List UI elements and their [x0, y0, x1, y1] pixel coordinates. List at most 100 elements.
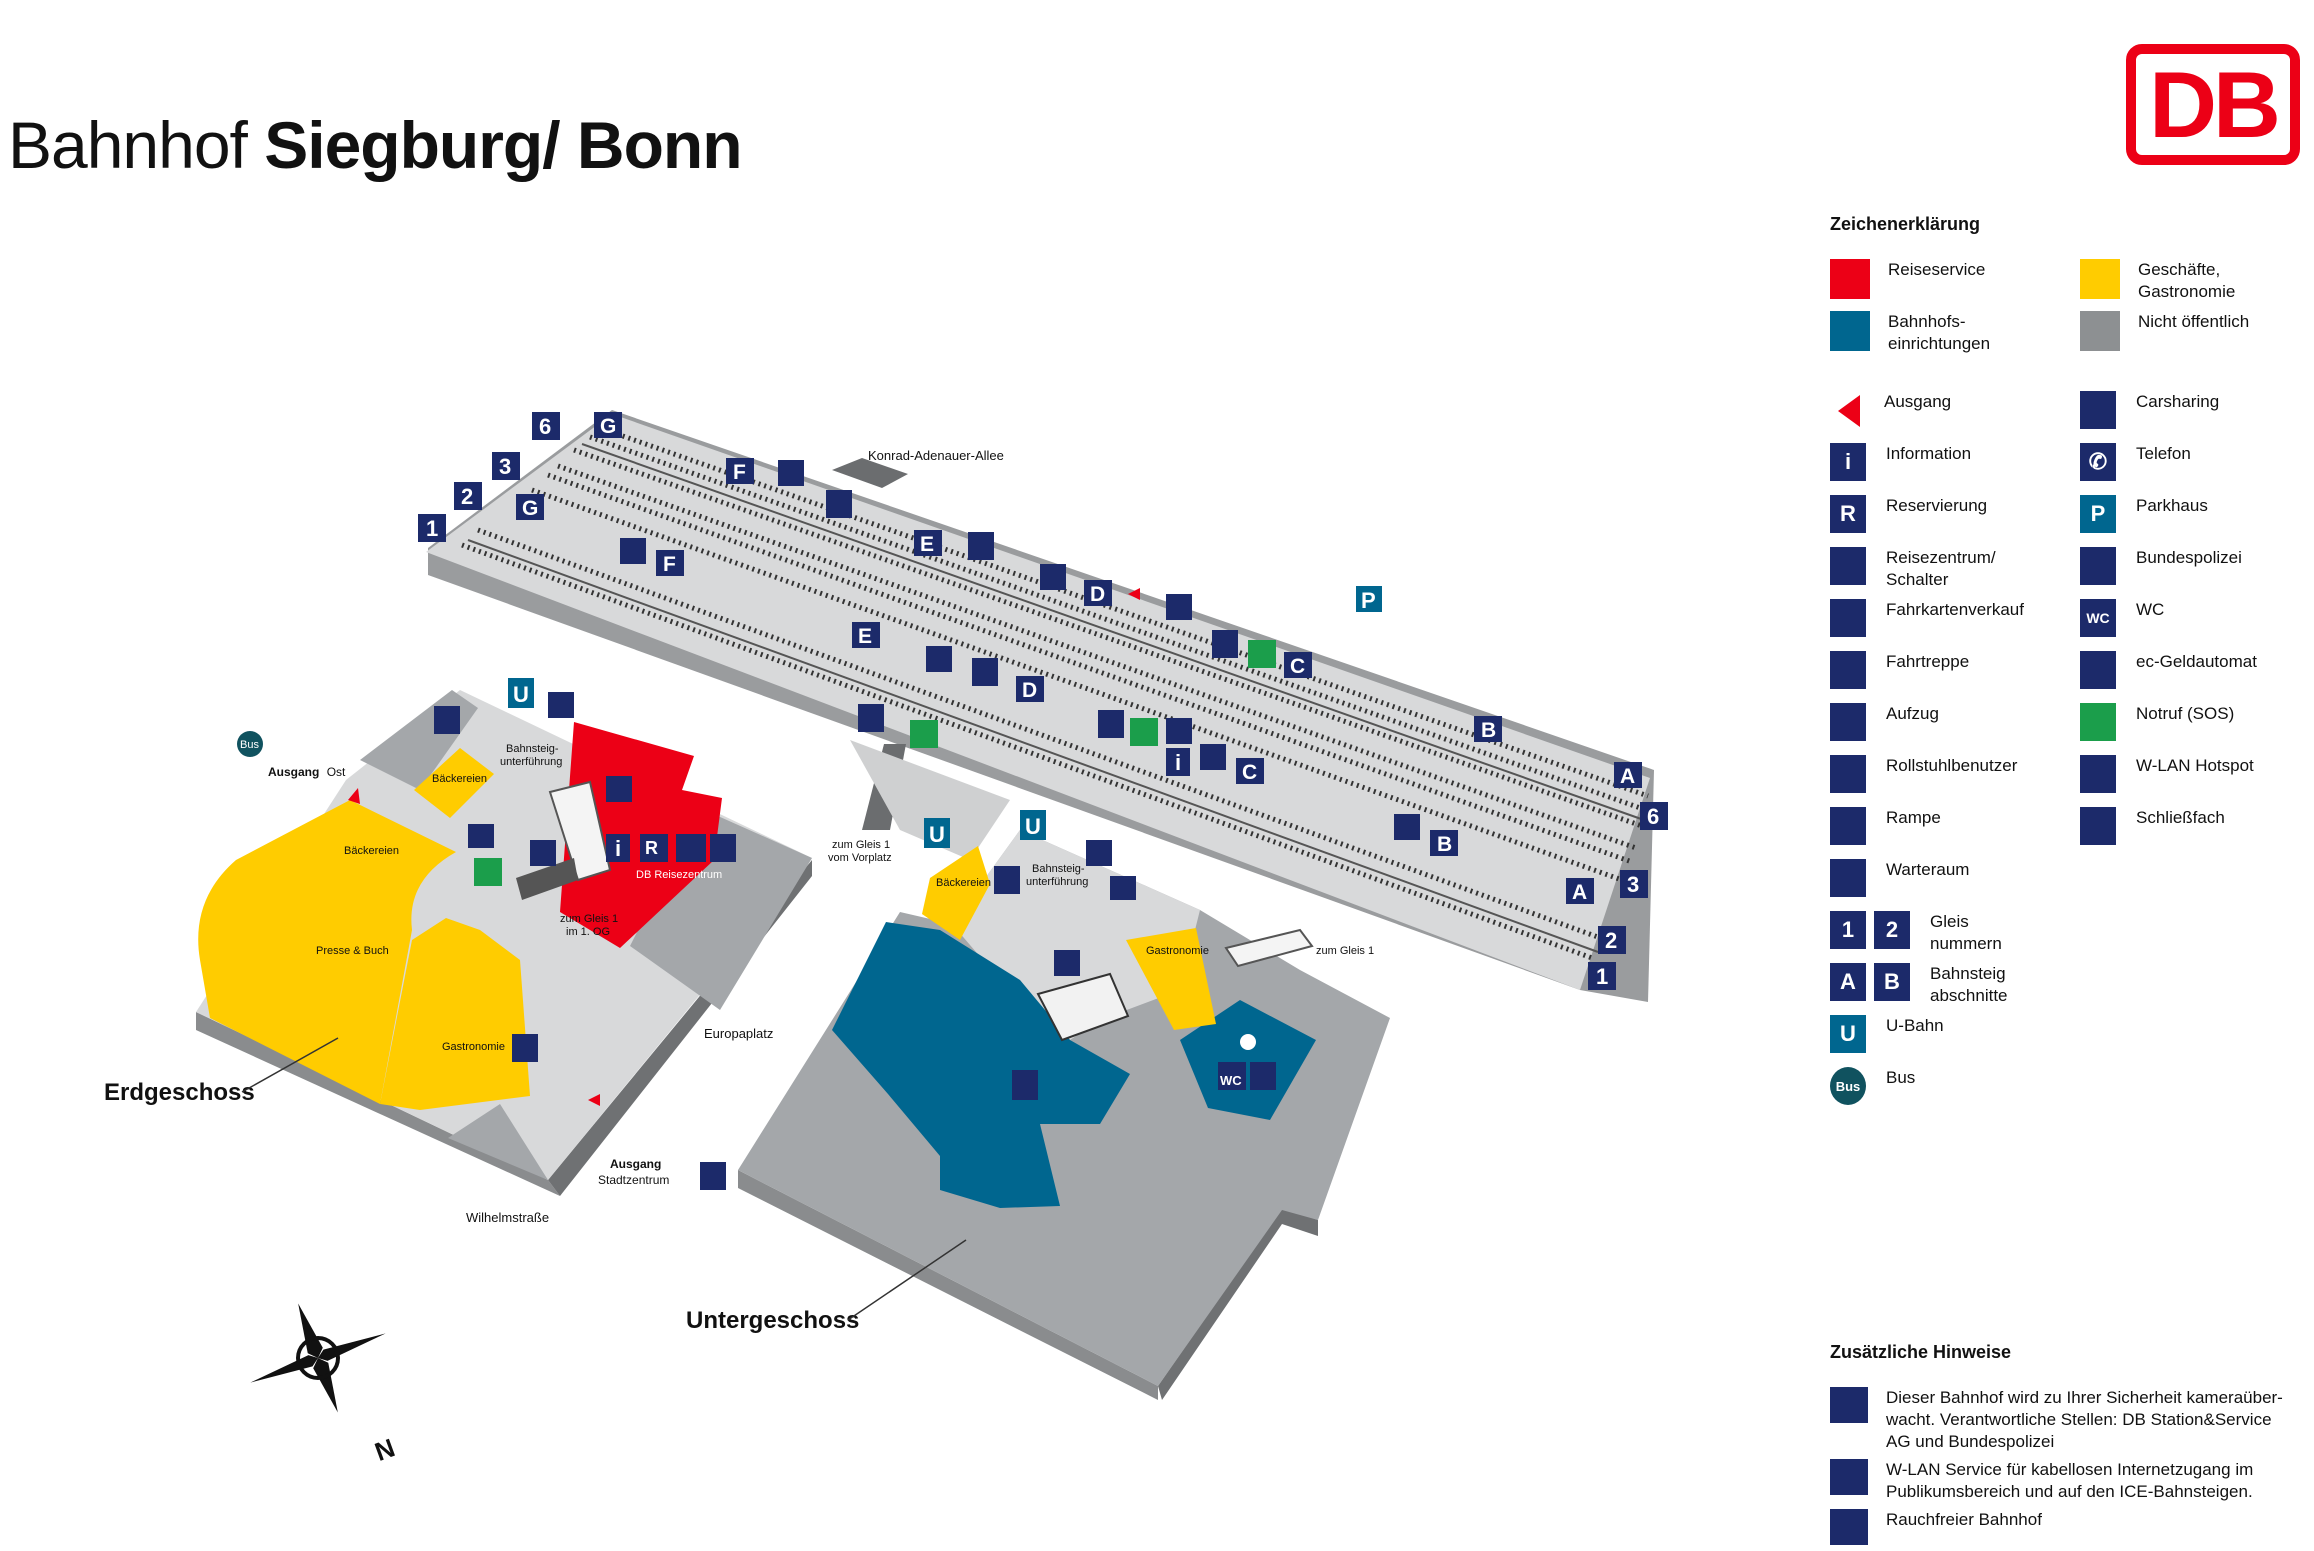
parking-icon [1356, 586, 1382, 612]
wifi-icon [1086, 840, 1112, 866]
ticket-icon [858, 704, 884, 732]
track-number: 6 [539, 414, 551, 439]
ticket-icon [1212, 630, 1238, 658]
ticket-icon [710, 834, 736, 862]
legend-label: Fahrtreppe [1886, 652, 1970, 671]
track-badge-1 [418, 514, 446, 542]
wc-icon-glyph: WC [1220, 1073, 1242, 1088]
sos-icon [910, 720, 938, 748]
note-text: Rauchfreier Bahnhof [1886, 1510, 2042, 1529]
legend-item: Bundespolizei [2080, 547, 2242, 585]
erdgeschoss-level [196, 690, 812, 1196]
eg-shop-presse-buch [198, 800, 456, 1104]
page-title: Bahnhof Siegburg/ Bonn [8, 108, 743, 182]
section-letter: E [858, 625, 872, 648]
toilet-pay-icon [1240, 1034, 1256, 1050]
exit-ost-bold: Ausgang [268, 765, 319, 779]
track-rail [581, 443, 1645, 821]
street-label-konrad: Konrad-Adenauer-Allee [868, 448, 1004, 463]
info-icon-glyph: i [615, 836, 621, 861]
section-badge-f [656, 550, 684, 576]
legend-item: ec-Geldautomat [2080, 651, 2257, 689]
locker-icon [2080, 807, 2116, 845]
wifi-icon [926, 646, 952, 672]
leader-line [241, 1037, 339, 1093]
elevator-icon [994, 866, 1020, 894]
db-logo-text: DB [2149, 51, 2281, 157]
bus-stop-icon [237, 731, 263, 757]
wifi-icon [1166, 718, 1192, 744]
legend-label: Bahnhofs- einrichtungen [1888, 312, 1991, 353]
ug-shop-baeckerei [922, 846, 990, 940]
travel-center-icon [1200, 744, 1226, 770]
track-rail [467, 539, 1599, 953]
legend-label: Notruf (SOS) [2136, 704, 2235, 723]
wifi-icon [548, 692, 574, 718]
reservation-icon: R [1830, 495, 1866, 533]
section-badge-g [594, 412, 622, 438]
note-gleis1-og: im 1. OG [566, 926, 610, 938]
parking-icon-glyph: P [1361, 588, 1376, 613]
area-label-baeckereien: Bäckereien [432, 773, 487, 785]
legend-label: Information [1886, 444, 1972, 463]
wheelchair-icon [1250, 1062, 1276, 1090]
area-label-reisezentrum: DB Reisezentrum [636, 869, 722, 881]
ug-stairs [1224, 928, 1314, 968]
info-icon: i [1830, 443, 1866, 481]
section-letter: C [1242, 761, 1257, 784]
atm-icon [1110, 876, 1136, 900]
legend-label: U-Bahn [1886, 1016, 1944, 1035]
section-letter: A [1572, 881, 1587, 904]
legend-label: Bahnsteig abschnitte [1930, 964, 2008, 1005]
section-badge-g [516, 494, 544, 520]
legend-item: Ausgang [1830, 391, 1951, 431]
exit-stadt-bold: Ausgang [610, 1157, 661, 1171]
legend-label: Aufzug [1886, 704, 1939, 723]
section-letter: B [1437, 833, 1452, 856]
bus-stop-label: Bus [240, 739, 259, 751]
legend-item: Reisezentrum/ Schalter [1830, 547, 1996, 591]
exit-ost-rest: Ost [327, 765, 346, 779]
travel-center-icon [1830, 547, 1866, 585]
legend-heading: Zeichenerklärung [1830, 214, 1981, 234]
ramp-icon [1830, 807, 1866, 845]
exit-stadt-rest: Stadtzentrum [598, 1173, 669, 1187]
track-number: 1 [426, 516, 438, 541]
track-number: 3 [499, 454, 511, 479]
legend-label: Ausgang [1884, 392, 1952, 411]
eg-slab-side [196, 1012, 560, 1196]
wheelchair-icon [1830, 755, 1866, 793]
legend-label: Nicht öffentlich [2138, 312, 2250, 331]
legend-item: Fahrkartenverkauf [1830, 599, 2024, 637]
police-icon [2080, 547, 2116, 585]
escalator-icon [1054, 950, 1080, 976]
track-number: 1 [1596, 964, 1608, 989]
note-text: W-LAN Service für kabellosen Internetzug… [1886, 1460, 2254, 1501]
compass-north-label: N [371, 1432, 399, 1467]
note-gleis1: zum Gleis 1 [1316, 945, 1374, 957]
info-icon [1166, 748, 1190, 776]
legend-item: Bahnhofs- einrichtungen [1830, 311, 1990, 355]
area-label-gastronomie: Gastronomie [442, 1041, 505, 1053]
section-badge-e [852, 622, 880, 648]
map-facility-icons: U U U i [434, 460, 1420, 1190]
section-badge-d [1016, 676, 1044, 702]
wc-icon [1218, 1062, 1246, 1090]
exit-icon [1830, 391, 1866, 431]
subway-icon [508, 678, 534, 708]
carsharing-icon [606, 776, 632, 802]
note-underpass: unterführung [1026, 876, 1088, 888]
legend-label: Reisezentrum/ Schalter [1886, 548, 1996, 589]
area-label-gastronomie: Gastronomie [1146, 945, 1209, 957]
subway-icon-glyph: U [513, 682, 529, 707]
sos-icon [1130, 718, 1158, 746]
legend-label: Bundespolizei [2136, 548, 2242, 567]
note-underpass: Bahnsteig- [1032, 863, 1085, 875]
section-badge-c [1236, 758, 1264, 784]
legend-item: Rampe [1830, 807, 1941, 845]
legend-item: Notruf (SOS) [2080, 703, 2234, 741]
subway-icon-glyph: U [1025, 814, 1041, 839]
